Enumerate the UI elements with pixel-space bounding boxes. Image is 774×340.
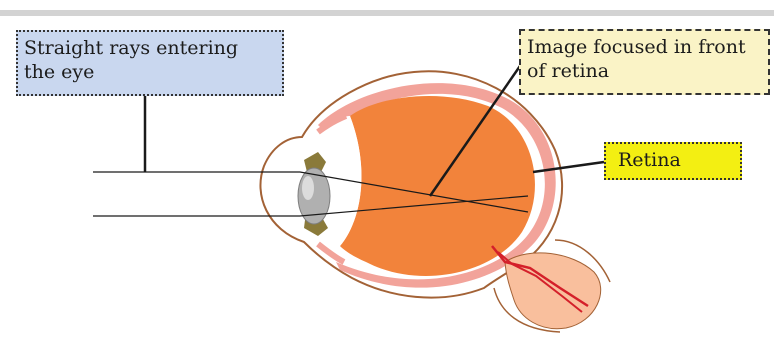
straight-rays-label: Straight rays entering the eye (16, 30, 284, 96)
lens-highlight (302, 176, 314, 200)
image-focus-label: Image focused in front of retina (519, 29, 770, 95)
retina-label: Retina (604, 142, 742, 180)
